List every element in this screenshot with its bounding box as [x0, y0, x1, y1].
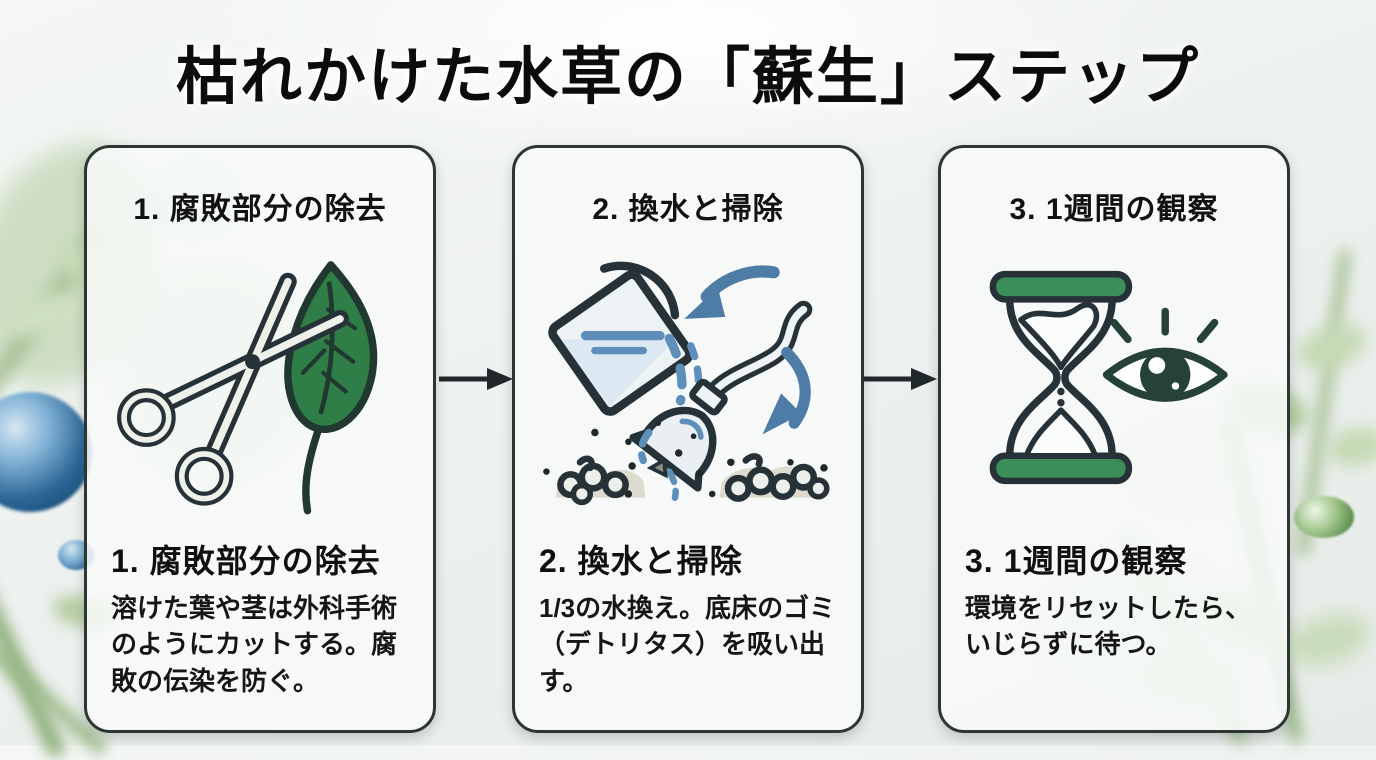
scissors-cutting-leaf-icon — [111, 242, 409, 528]
step-2-description: 1/3の水換え。底床のゴミ（デトリタス）を吸い出す。 — [539, 593, 836, 696]
gravel-substrate-shape — [543, 420, 830, 506]
step-3-heading: 3. 1週間の観察 — [965, 543, 1188, 579]
step-card-2: 2. 換水と掃除 — [512, 145, 864, 733]
step-1-top-label: 1. 腐敗部分の除去 — [133, 193, 387, 226]
blue-arrow-top — [684, 265, 780, 319]
right-arrow-connector-2 — [863, 368, 937, 390]
step-2-top-label: 2. 換水と掃除 — [592, 193, 784, 226]
step-3-top-label: 3. 1週間の観察 — [1009, 193, 1219, 226]
right-leaf-5 — [1281, 605, 1375, 675]
blue-arrow-right — [762, 346, 811, 435]
leaf-shape — [284, 261, 378, 515]
step-1-description: 溶けた葉や茎は外科手術のようにカットする。腐敗の伝染を防ぐ。 — [111, 593, 398, 696]
eye-shape — [1102, 307, 1228, 402]
water-change-siphon-icon — [539, 242, 837, 528]
pouring-pitcher-shape — [548, 261, 703, 416]
gravel-siphon-shape — [629, 300, 813, 492]
hourglass-shape — [989, 270, 1133, 485]
step-1-heading: 1. 腐敗部分の除去 — [111, 543, 381, 579]
step-2-heading: 2. 換水と掃除 — [539, 543, 743, 579]
step-card-1: 1. 腐敗部分の除去 1. 腐敗部分の除去 溶けた葉や茎は外科手術のよ — [84, 145, 436, 733]
green-droplet-right — [1294, 496, 1354, 538]
water-droplet-large — [0, 392, 92, 512]
right-leaf-3 — [1323, 423, 1376, 471]
right-arrow-connector-1 — [439, 368, 513, 390]
page-title: 枯れかけた水草の「蘇生」ステップ — [175, 43, 1200, 112]
step-3-description: 環境をリセットしたら、いじらずに待つ。 — [965, 593, 1252, 660]
step-card-3: 3. 1週間の観察 3. 1週間の観察 環境をリセットしたら、いじらず — [938, 145, 1290, 733]
scissors-shape — [117, 272, 349, 506]
hourglass-eye-icon — [965, 242, 1263, 528]
